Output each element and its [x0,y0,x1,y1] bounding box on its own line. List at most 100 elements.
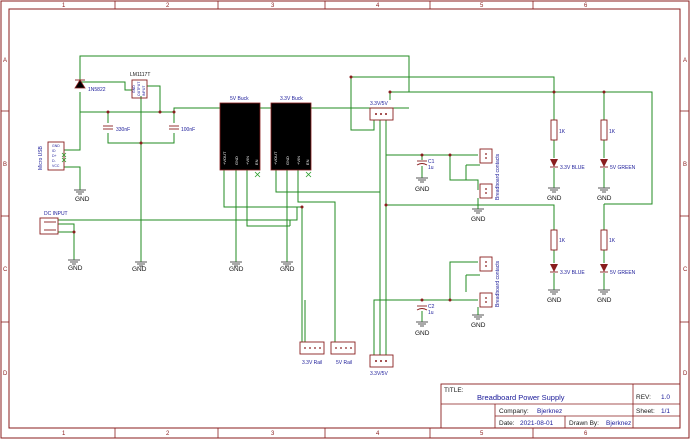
grid-col-4: 4 [376,3,380,9]
grid-col-5: 5 [480,3,484,9]
tb-rev-label: REV: [636,394,651,401]
capacitor-c2: C2 1u [416,304,435,322]
gnd-breadboard-bottom: GND [471,307,486,329]
svg-text:GND: GND [229,266,244,273]
tb-sheet-label: Sheet: [636,408,655,415]
resistor-r1: 1K [550,119,566,141]
svg-text:GND: GND [132,266,147,273]
gnd-regulator: GND [132,261,147,273]
gnd-led1: GND [547,187,562,202]
grid-col-3-bottom: 3 [271,431,275,437]
capacitor-c1: C1 1u [416,159,435,178]
usb-label: Micro USB [38,145,44,170]
breadboard-bottom-label: Breadboard contacts [495,260,501,307]
grid-col-1: 1 [62,3,66,9]
c2-label: C2 [428,304,435,310]
regulator-pin-gnd: GND [132,85,136,93]
tb-date: 2021-08-01 [520,420,554,427]
jumper-top-label: 3.3V/5V [370,101,388,107]
svg-text:GND: GND [68,265,83,272]
usb-pin-id: ID [52,149,56,153]
capacitor-100nf: 100nF [169,125,195,133]
grid-col-5-bottom: 5 [480,431,484,437]
resistor-r2: 1K [600,119,616,141]
svg-text:GND: GND [597,297,612,304]
buck-5v-pin-vout: +VOUT [222,151,227,165]
usb-pin-gnd: GND [52,144,60,148]
grid-row-c: C [3,267,8,273]
jumper-top-3v3-5v: 3.3V/5V [369,101,394,121]
dc-input-label: DC INPUT [44,211,68,217]
led4-label: 5V GREEN [610,270,636,276]
grid-row-d-right: D [683,371,688,377]
led-5v-green-bottom: 5V GREEN [600,264,636,276]
grid-row-c-right: C [683,267,688,273]
usb-pin-dm: D- [52,159,57,163]
grid-col-2-bottom: 2 [166,431,170,437]
grid-row-b: B [3,162,7,168]
buck-module-3v3: 3.3V Buck +VOUT GND +VIN EN [270,96,312,178]
svg-text:GND: GND [280,266,295,273]
led1-label: 3.3V BLUE [560,165,585,171]
buck-5v-label: 5V Buck [230,96,249,102]
c1-value: 1u [428,165,434,171]
buck-3v3-pin-vout: +VOUT [273,151,278,165]
tb-company: Bjerknez [537,408,562,415]
wires [58,55,653,355]
regulator-pin-input: INPUT [142,85,146,96]
dc-input-jack: DC INPUT [39,211,68,235]
rail-connector-3v3: 3.3V Rail [299,341,325,366]
r4-label: 1K [609,238,616,244]
tb-rev: 1.0 [661,394,670,401]
rail-connector-5v: 5V Rail [330,341,356,366]
grid-row-a: A [3,58,7,64]
grid-row-a-right: A [683,58,687,64]
grid-col-6: 6 [584,3,588,9]
grid-col-1-bottom: 1 [62,431,66,437]
breadboard-top-label: Breadboard contacts [495,153,501,200]
tb-company-label: Company: [499,408,529,415]
regulator-lm1117t: LM1117T GND OUTPUT INPUT [130,72,150,99]
title-block: TITLE: Breadboard Power Supply REV: 1.0 … [440,383,681,429]
diode-1n5822: 1N5822 [74,79,106,93]
buck-module-5v: 5V Buck +VOUT GND +VIN EN [219,96,261,178]
rail-3v3-label: 3.3V Rail [302,360,322,366]
svg-text:GND: GND [547,297,562,304]
buck-3v3-pin-vin: +VIN [296,156,301,165]
svg-text:GND: GND [415,330,430,337]
r2-label: 1K [609,129,616,135]
buck-3v3-pin-gnd: GND [285,156,290,165]
gnd-c2: GND [415,321,430,337]
gnd-buck-3v3: GND [280,261,295,273]
svg-text:GND: GND [547,195,562,202]
buck-5v-pin-vin: +VIN [245,156,250,165]
svg-text:GND: GND [471,322,486,329]
tb-drawn-label: Drawn By: [569,420,599,427]
led-5v-green-top: 5V GREEN [600,159,636,171]
buck-3v3-label: 3.3V Buck [280,96,303,102]
svg-text:GND: GND [471,216,486,223]
capacitor-330nf: 330nF [103,125,130,133]
cap-330nf-label: 330nF [116,127,130,133]
cap-100nf-label: 100nF [181,127,195,133]
led2-label: 5V GREEN [610,165,636,171]
gnd-dc: GND [68,259,83,272]
buck-3v3-pin-en: EN [305,159,310,165]
junctions [72,75,606,302]
grid-col-4-bottom: 4 [376,431,380,437]
svg-text:GND: GND [597,195,612,202]
grid-col-6-bottom: 6 [584,431,588,437]
tb-date-label: Date: [499,420,515,427]
usb-pin-vcc: VCC [52,164,60,168]
r1-label: 1K [559,129,566,135]
regulator-pin-output: OUTPUT [137,81,141,96]
grid-col-2: 2 [166,3,170,9]
gnd-breadboard-top: GND [471,198,486,223]
svg-text:GND: GND [415,186,430,193]
tb-title-label: TITLE: [444,387,464,394]
grid-row-b-right: B [683,162,687,168]
gnd-usb: GND [74,189,90,203]
micro-usb-connector: Micro USB GND ID D+ D- VCC [38,141,67,171]
